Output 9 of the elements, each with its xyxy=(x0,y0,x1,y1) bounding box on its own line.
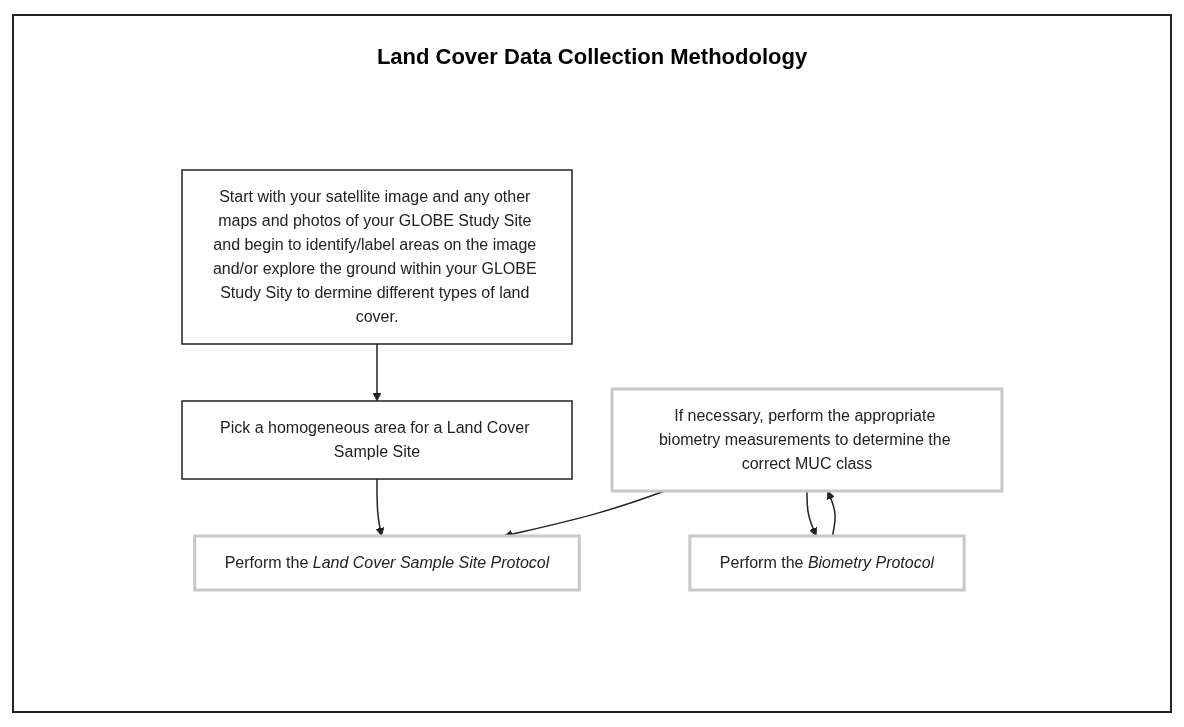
arrow xyxy=(375,478,385,537)
node-box xyxy=(193,534,581,592)
node-box xyxy=(610,387,1004,493)
node-box xyxy=(688,534,966,592)
node-box xyxy=(181,169,573,345)
arrow xyxy=(372,343,382,402)
diagram-title: Land Cover Data Collection Methodology xyxy=(376,44,808,70)
frame-border: Land Cover Data Collection Methodology Start with your satellite image and any other maps and photos of your GLOBE Study Site and begin to identify/label areas on the image and/or explore the ground within your GLOBE Study Sity to dermine different types of land cover. Pick a homogeneous area for a Land Cover Sample Site Perform the Land Cover Sample Site Protocol If necessary, perform the appropriate biometry measurements to determine the correct MUC class Perform the Biometry Protocol xyxy=(12,14,1172,713)
node-box xyxy=(181,400,573,480)
